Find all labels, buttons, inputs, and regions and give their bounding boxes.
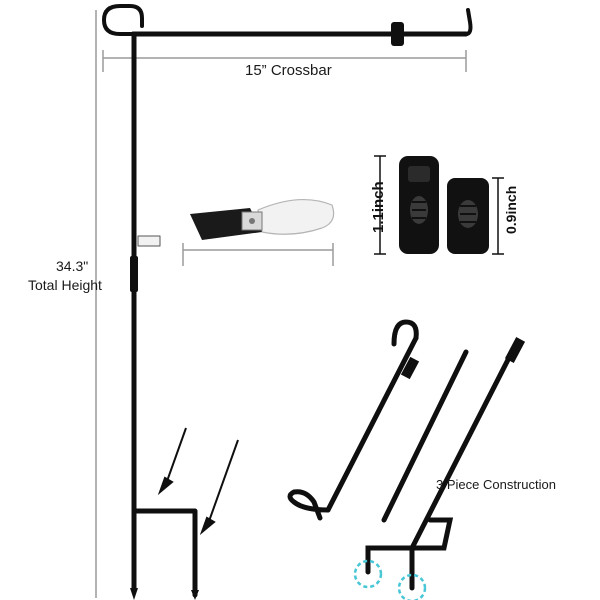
clip-dimension-line: [182, 243, 334, 266]
anti-wind-clip: [190, 198, 335, 240]
construction-label: 3 Piece Construction: [436, 477, 556, 492]
stopper-large: [399, 156, 439, 254]
piece-middle-rod: [381, 349, 469, 523]
pole-joint: [130, 256, 138, 292]
three-piece-parts: [287, 319, 526, 591]
stopper-small-size-label: 0.9inch: [503, 185, 519, 234]
stopper-small: [447, 178, 489, 254]
pole-clip: [137, 235, 161, 247]
assembled-stand: [102, 4, 473, 600]
crossbar-stopper: [391, 22, 404, 46]
step-bracket: [131, 508, 198, 598]
top-hook: [102, 4, 144, 36]
piece-hook-rod: [391, 319, 419, 347]
stake-tip-highlights: [353, 559, 427, 600]
total-height-caption: Total Height: [28, 277, 102, 293]
stopper-large-size-label: 1.1inch: [370, 181, 387, 233]
stake-tip-left: [130, 588, 138, 600]
stake-arrows: [157, 427, 239, 536]
crossbar-end-hook: [464, 8, 473, 36]
piece-stake-rod: [409, 341, 519, 551]
stake-tip-right: [191, 590, 199, 600]
crossbar-dimension-line: [102, 50, 467, 72]
clip-strap: [257, 198, 335, 235]
stopper-dimension-marks: [374, 155, 504, 255]
crossbar-length-label: 15” Crossbar: [245, 62, 332, 79]
total-height-value: 34.3": [56, 258, 89, 274]
